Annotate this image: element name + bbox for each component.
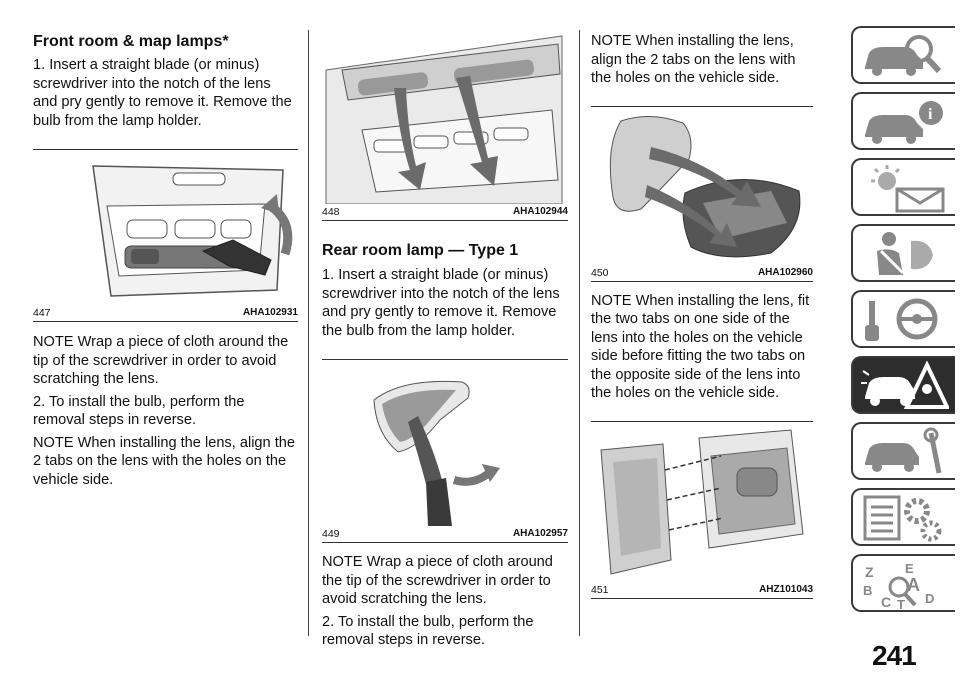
figure-448: 448 AHA102944: [322, 30, 568, 221]
step-2-text: 2. To install the bulb, perform the remo…: [33, 393, 245, 429]
index-letter-z: Z: [865, 564, 874, 580]
figure-451: 451 AHZ101043: [591, 421, 813, 599]
figure-451-number: 451: [591, 583, 609, 596]
figure-450: 450 AHA102960: [591, 106, 813, 282]
figure-top-rule: [322, 359, 568, 360]
tab-index[interactable]: Z E A B C T D: [851, 554, 955, 612]
index-letter-c: C: [881, 594, 891, 609]
index-letter-a: A: [907, 575, 920, 595]
step-1-text: 1. Insert a straight blade (or minus) sc…: [33, 57, 292, 129]
car-magnifier-icon: [865, 35, 942, 76]
figure-top-rule: [33, 149, 298, 150]
figure-449-image: [322, 360, 568, 526]
tab-key-steering[interactable]: [851, 290, 955, 348]
figure-450-number: 450: [591, 266, 609, 279]
index-alphabet-icon: Z E A B C T D: [863, 561, 934, 609]
figure-447-image: [33, 150, 298, 305]
car-service-tools-icon: [865, 427, 942, 474]
column-divider-2: [579, 30, 580, 636]
figure-451-code: AHZ101043: [759, 583, 813, 595]
figure-449: 449 AHA102957: [322, 360, 568, 543]
tab-specifications[interactable]: [851, 488, 955, 546]
figure-448-caption: 448 AHA102944: [322, 206, 568, 221]
figure-447-caption: 447 AHA102931: [33, 307, 298, 322]
figure-451-image: [591, 421, 813, 582]
figure-447-number: 447: [33, 307, 51, 319]
svg-text:i: i: [928, 106, 933, 123]
section-heading-front-room-lamps: Front room & map lamps*: [33, 33, 229, 50]
step-2-text: 2. To install the bulb, perform the remo…: [322, 613, 534, 649]
tab-car-info[interactable]: i: [851, 92, 955, 150]
chapter-tabs: i: [851, 26, 960, 620]
key-steering-wheel-icon: [865, 298, 938, 341]
figure-450-code: AHA102960: [757, 266, 813, 278]
tab-car-magnifier[interactable]: [851, 26, 955, 84]
figure-449-number: 449: [322, 528, 340, 540]
figure-top-rule: [591, 420, 813, 422]
figure-450-image: [591, 106, 813, 265]
step-1-text: 1. Insert a straight blade (or minus) sc…: [322, 267, 560, 339]
seatbelt-airbag-icon: [877, 232, 933, 275]
figure-449-caption: 449 AHA102957: [322, 528, 568, 543]
index-letter-b: B: [863, 583, 872, 598]
car-info-icon: i: [865, 101, 943, 144]
note-align-tabs-text: NOTE When installing the lens, align the…: [591, 33, 796, 86]
figure-447: 447 AHA102931: [33, 150, 298, 322]
figure-top-rule: [591, 105, 813, 107]
figure-448-image: [322, 30, 568, 204]
figure-449-code: AHA102957: [512, 528, 568, 539]
figure-451-caption: 451 AHZ101043: [591, 584, 813, 599]
figure-450-caption: 450 AHA102960: [591, 267, 813, 282]
figure-447-code: AHA102931: [242, 307, 298, 318]
right-column: NOTE When installing the lens, align the…: [591, 0, 813, 599]
note-cloth-text: NOTE Wrap a piece of cloth around the ti…: [33, 334, 289, 387]
page-number: 241: [872, 640, 917, 671]
note-align-tabs-text: NOTE When installing the lens, align the…: [33, 434, 296, 488]
tab-warning-lights[interactable]: [851, 158, 955, 216]
middle-column: 448 AHA102944 Rear room lamp — Type 1 1.…: [322, 0, 568, 650]
figure-448-code: AHA102944: [512, 206, 568, 217]
note-fit-tabs-text: NOTE When installing the lens, fit the t…: [591, 292, 810, 402]
left-column: Front room & map lamps* 1. Insert a stra…: [33, 0, 298, 489]
figure-448-number: 448: [322, 206, 340, 218]
tab-car-service[interactable]: [851, 422, 955, 480]
tab-emergency-active[interactable]: [851, 356, 955, 414]
index-letter-d: D: [925, 591, 934, 606]
index-letter-e: E: [905, 561, 914, 576]
index-letter-t: T: [897, 597, 905, 609]
car-breakdown-warning-icon: [861, 361, 949, 409]
warning-lights-mail-icon: [871, 165, 945, 213]
note-cloth-text: NOTE Wrap a piece of cloth around the ti…: [322, 554, 553, 607]
specifications-gears-icon: [863, 495, 942, 542]
column-divider-1: [308, 30, 309, 636]
tab-seatbelt-airbag[interactable]: [851, 224, 955, 282]
section-heading-rear-room-lamp: Rear room lamp — Type 1: [322, 242, 519, 259]
